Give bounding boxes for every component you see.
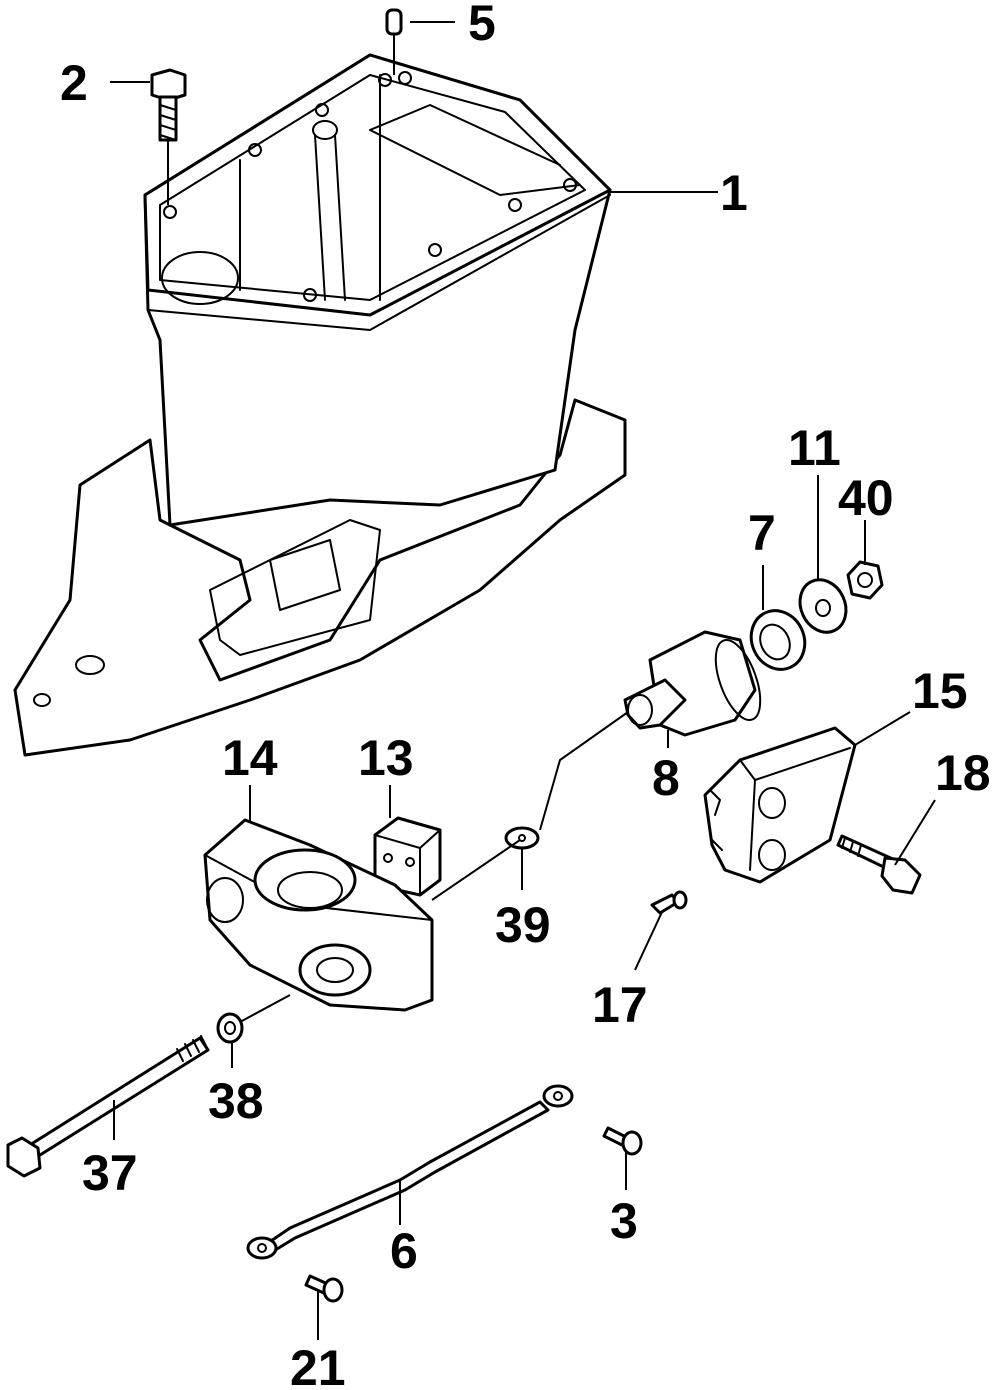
callout-3: 3	[610, 1193, 638, 1249]
leader-38	[239, 994, 291, 1023]
leader-15	[854, 711, 911, 746]
part-21-screw	[304, 1274, 344, 1303]
callout-13: 13	[358, 730, 414, 786]
part-8-rubber-mount	[623, 630, 762, 737]
leader-17	[634, 911, 663, 971]
part-37-long-bolt	[6, 1035, 210, 1178]
leader-39b	[431, 839, 521, 901]
callout-1: 1	[720, 165, 748, 221]
callout-7: 7	[748, 505, 776, 561]
part-15-mount-bracket	[703, 726, 857, 884]
part-14-yoke	[203, 818, 434, 1012]
callout-37: 37	[82, 1145, 138, 1201]
callout-8: 8	[652, 750, 680, 806]
part-5-dowel-pin	[385, 8, 403, 36]
callout-40: 40	[838, 470, 894, 526]
part-18-bolt	[836, 834, 922, 895]
callout-38: 38	[208, 1073, 264, 1129]
part-38-washer	[216, 1012, 244, 1044]
part-11-washer	[798, 578, 848, 634]
callout-labels: 1 2 3 5 6 7 8 11 13 14 15 17 18 21 37 38…	[60, 0, 991, 1390]
callout-14: 14	[222, 730, 278, 786]
part-1-drive-shaft-housing	[13, 53, 627, 757]
part-2-bolt	[150, 68, 187, 142]
leader-lines	[110, 21, 936, 1340]
leader-8b	[539, 711, 629, 831]
leader-18	[894, 799, 936, 866]
callout-39: 39	[495, 897, 551, 953]
callout-21: 21	[290, 1340, 346, 1390]
callout-11: 11	[788, 420, 841, 476]
part-7-washer	[749, 609, 807, 671]
callout-17: 17	[592, 977, 648, 1033]
callout-6: 6	[390, 1223, 418, 1279]
callout-2: 2	[60, 55, 88, 111]
part-3-screw	[602, 1126, 643, 1156]
part-39-washer	[504, 826, 540, 850]
part-40-nut	[846, 560, 884, 600]
callout-15: 15	[912, 663, 968, 719]
part-17-screw	[650, 890, 688, 915]
callout-18: 18	[935, 745, 991, 801]
callout-5: 5	[468, 0, 496, 51]
part-6-link-rod	[246, 1084, 574, 1260]
